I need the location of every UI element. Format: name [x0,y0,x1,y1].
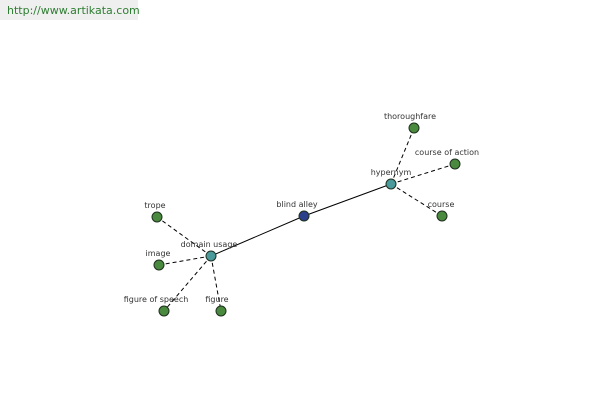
node-label-figure-of-speech[interactable]: figure of speech [124,295,189,304]
node-figure[interactable] [215,305,227,317]
edge-hypernym-to-course [390,183,443,217]
node-blind-alley[interactable] [298,210,310,222]
node-course[interactable] [436,210,448,222]
edge-hypernym-to-thoroughfare [390,127,415,185]
node-hypernym[interactable] [385,178,397,190]
node-label-thoroughfare[interactable]: thoroughfare [384,112,436,121]
node-thoroughfare[interactable] [408,122,420,134]
edge-blind-alley-to-domain-usage [210,215,305,257]
node-label-blind-alley[interactable]: blind alley [276,200,317,209]
node-label-hypernym[interactable]: hypernym [371,168,412,177]
node-label-figure[interactable]: figure [205,295,228,304]
node-course-of-action[interactable] [449,158,461,170]
node-label-course-of-action[interactable]: course of action [415,148,479,157]
node-image[interactable] [153,259,165,271]
url-banner[interactable]: http://www.artikata.com [0,0,140,20]
edge-domain-usage-to-figure-of-speech [163,255,212,312]
edge-domain-usage-to-image [158,255,212,266]
edges-layer [156,127,456,312]
edge-domain-usage-to-figure [210,255,222,312]
labels-layer: blind alley hypernym domain usage thoroughf… [124,112,479,304]
node-trope[interactable] [151,211,163,223]
node-label-course[interactable]: course [428,200,455,209]
node-domain-usage[interactable] [205,250,217,262]
nodes-layer [151,122,461,317]
node-label-domain-usage[interactable]: domain usage [181,240,238,249]
node-figure-of-speech[interactable] [158,305,170,317]
edge-blind-alley-to-hypernym [303,183,392,217]
node-label-image[interactable]: image [146,249,171,258]
node-label-trope[interactable]: trope [144,201,165,210]
